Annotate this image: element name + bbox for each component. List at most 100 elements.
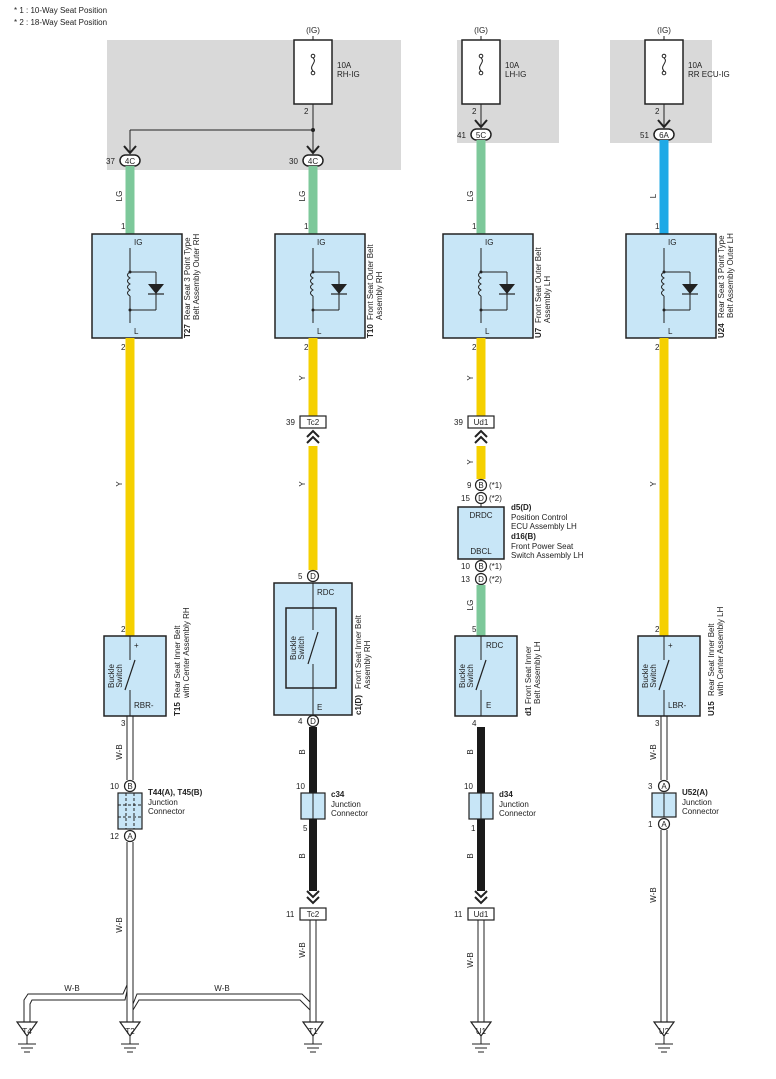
svg-text:Front Seat Outer Belt: Front Seat Outer Belt: [534, 247, 543, 323]
svg-text:T27: T27: [183, 324, 192, 338]
label-t27: T27 Rear Seat 3 Point Type Belt Assembly…: [183, 234, 201, 338]
label-u15: U15 Rear Seat Inner Belt with Center Ass…: [707, 606, 725, 716]
svg-text:U2: U2: [659, 1027, 670, 1036]
svg-text:Switch: Switch: [649, 664, 658, 688]
svg-text:10: 10: [296, 782, 305, 791]
svg-text:(*1): (*1): [489, 481, 502, 490]
inline-connector-tc2-top: Tc2 39: [286, 415, 327, 429]
svg-text:B: B: [466, 853, 475, 858]
svg-text:L: L: [317, 327, 322, 336]
belt-assembly-u24: IG L: [625, 233, 717, 339]
svg-text:9: 9: [467, 481, 472, 490]
svg-text:Rear Seat 3 Point Type: Rear Seat 3 Point Type: [717, 235, 726, 318]
label-t15: T15 Rear Seat Inner Belt with Center Ass…: [173, 607, 191, 716]
wire-lg-3: [476, 140, 486, 234]
buckle-switch-u15: + LBR- Buckle Switch: [637, 635, 701, 717]
svg-text:Rear Seat 3 Point Type: Rear Seat 3 Point Type: [183, 237, 192, 320]
svg-text:W-B: W-B: [649, 887, 658, 902]
svg-text:LBR-: LBR-: [668, 701, 687, 710]
svg-text:Front Seat Outer Belt: Front Seat Outer Belt: [366, 244, 375, 320]
svg-text:2: 2: [304, 343, 309, 352]
wire-l-4: [659, 140, 669, 234]
label-c1: c1(D) Front Seat Inner Belt Assembly RH: [354, 614, 372, 715]
wire-b-col3-lower: [477, 819, 485, 891]
ground-u2: U2: [653, 1021, 675, 1053]
wire-y-col2-lower: [308, 446, 318, 570]
svg-text:Connector: Connector: [499, 809, 536, 818]
svg-text:11: 11: [454, 910, 463, 919]
svg-text:L: L: [649, 193, 658, 198]
svg-text:Belt Assembly LH: Belt Assembly LH: [533, 641, 542, 704]
svg-text:RDC: RDC: [486, 641, 504, 650]
svg-text:39: 39: [286, 418, 295, 427]
svg-text:1: 1: [304, 222, 309, 231]
fuse-rr: 10A RR ECU-IG 2: [644, 39, 730, 116]
svg-text:D: D: [478, 575, 484, 584]
label-u24: U24 Rear Seat 3 Point Type Belt Assembly…: [717, 233, 735, 338]
connector-30-4c: 4C 30: [289, 154, 324, 167]
fuse-lh-pin: 2: [472, 107, 477, 116]
svg-text:W-B: W-B: [115, 917, 124, 932]
belt-assembly-t27: IG L: [91, 233, 183, 339]
pin-c1-bot: D 4: [298, 714, 320, 728]
junction-u52: A 3 A 1 U52(A) Junction Connector: [648, 779, 719, 831]
svg-text:with Center Assembly RH: with Center Assembly RH: [182, 607, 191, 699]
wire-wb-branch-t1: [132, 993, 311, 1011]
svg-text:Buckle: Buckle: [289, 635, 298, 660]
wire-y-col4: [659, 338, 669, 636]
svg-text:T2: T2: [125, 1027, 135, 1036]
svg-text:U15: U15: [707, 701, 716, 716]
svg-text:T10: T10: [366, 324, 375, 338]
svg-text:DBCL: DBCL: [470, 547, 492, 556]
svg-text:Switch: Switch: [466, 664, 475, 688]
inline-connector-tc2-bottom: Tc2 11: [286, 907, 327, 921]
svg-text:+: +: [668, 641, 673, 650]
svg-text:B: B: [478, 481, 483, 490]
svg-text:Junction: Junction: [682, 798, 712, 807]
svg-text:1: 1: [121, 222, 126, 231]
double-chevron-col3: [474, 429, 488, 444]
svg-text:2: 2: [121, 343, 126, 352]
svg-text:Tc2: Tc2: [307, 910, 320, 919]
wire-y-col3-upper: [476, 338, 486, 416]
svg-text:Buckle: Buckle: [641, 663, 650, 688]
fuse-rr-pin: 2: [655, 107, 660, 116]
svg-text:+: +: [134, 641, 139, 650]
connector-37-4c: 4C 37: [106, 154, 141, 167]
svg-text:Switch: Switch: [297, 636, 306, 660]
wire-y-col2-upper: [308, 338, 318, 416]
svg-text:51: 51: [640, 131, 649, 140]
svg-text:4: 4: [472, 719, 477, 728]
svg-text:4C: 4C: [125, 157, 135, 166]
svg-text:IG: IG: [134, 238, 142, 247]
ground-u1: U1: [470, 1021, 492, 1053]
svg-text:U52(A): U52(A): [682, 788, 708, 797]
wire-wb-col3-lower: [477, 920, 485, 1022]
svg-text:Front Seat Inner: Front Seat Inner: [524, 646, 533, 704]
svg-text:Junction: Junction: [331, 800, 361, 809]
fuse-rh-amp: 10A: [337, 61, 352, 70]
svg-text:2: 2: [655, 343, 660, 352]
svg-text:A: A: [661, 782, 667, 791]
wire-wb-branch-t4: [23, 984, 128, 1022]
svg-text:Front Power Seat: Front Power Seat: [511, 542, 574, 551]
svg-text:RBR-: RBR-: [134, 701, 154, 710]
svg-text:5: 5: [298, 572, 303, 581]
wire-b-col2-lower: [309, 819, 317, 891]
svg-text:c34: c34: [331, 790, 345, 799]
svg-text:Rear Seat Inner Belt: Rear Seat Inner Belt: [707, 623, 716, 696]
chevron-col2-lower: [306, 890, 320, 905]
svg-text:W-B: W-B: [214, 984, 229, 993]
junction-c34: 10 5 c34 Junction Connector: [296, 782, 368, 833]
svg-text:Connector: Connector: [682, 807, 719, 816]
note-1: * 1 : 10-Way Seat Position: [14, 6, 108, 15]
wire-y-col1: [125, 338, 135, 636]
svg-text:T44(A), T45(B): T44(A), T45(B): [148, 788, 203, 797]
svg-text:Junction: Junction: [499, 800, 529, 809]
svg-text:3: 3: [655, 719, 660, 728]
svg-text:41: 41: [457, 131, 466, 140]
svg-text:Y: Y: [115, 481, 124, 487]
svg-text:1: 1: [471, 824, 476, 833]
svg-text:D: D: [478, 494, 484, 503]
